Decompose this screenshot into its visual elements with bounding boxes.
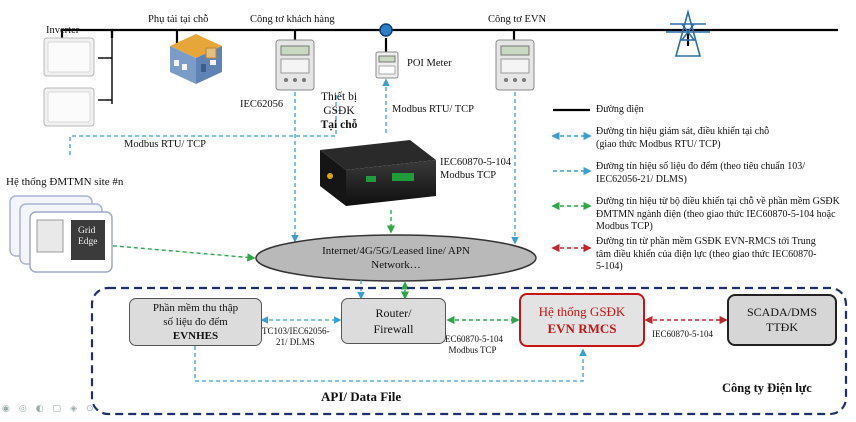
router-box: Router/ Firewall	[341, 298, 446, 344]
network-cloud	[255, 234, 537, 282]
legend-keys	[551, 108, 592, 253]
scada-line-2: TTĐK	[766, 320, 798, 334]
network-label: Internet/4G/5G/Leased line/ APN Network…	[284, 244, 508, 272]
tc103-line-1: TC103/IEC62056-	[262, 326, 330, 336]
legend-item: Đường tín hiệu từ bộ điều khiển tại chỗ …	[596, 196, 840, 234]
legend-item-line: tâm điều khiển của điện lực (theo giao t…	[596, 248, 817, 260]
legend-item-line: Đường tín hiệu giám sát, điều khiển tại …	[596, 126, 770, 137]
local-load-label: Phụ tải tại chỗ	[148, 14, 209, 25]
customer-meter-label: Công tơ khách hàng	[250, 14, 335, 25]
transmission-tower-icon	[666, 8, 710, 57]
api-data-line	[194, 346, 587, 382]
legend-item-line: (giao thức Modbus RTU/ TCP)	[596, 138, 721, 150]
company-frame	[90, 286, 848, 416]
api-data-label: API/ Data File	[321, 389, 402, 404]
scada-line-1: SCADA/DMS	[746, 305, 818, 319]
legend-item: Đường tín từ phần mềm GSĐK EVN-RMCS tới …	[596, 236, 817, 274]
legend-item-line: Modbus TCP)	[596, 221, 653, 232]
local-device-label: Thiết bị GSĐK Tại chỗ	[314, 90, 364, 132]
meter-icon	[495, 39, 535, 91]
legend-item: Đường tín hiệu số liệu đo đếm (theo tiêu…	[596, 161, 805, 186]
legend-item-line: Đường tín hiệu từ bộ điều khiển tại chỗ …	[596, 196, 840, 207]
scada-box: SCADA/DMS TTĐK	[727, 294, 837, 346]
local-device-line-3: Tại chỗ	[320, 119, 358, 131]
legend-item-line: 5-104)	[596, 261, 623, 272]
poi-node-icon	[379, 23, 393, 37]
slide-controls-icon[interactable]: ◉◎◐▢◈⊙	[2, 404, 103, 414]
legend-item: Đường tín hiệu giám sát, điều khiển tại …	[596, 126, 769, 151]
poi-meter-label: POI Meter	[407, 58, 452, 69]
rmcs-line-2: EVN RMCS	[547, 321, 617, 336]
controller-device-icon	[320, 140, 436, 206]
poi-meter-icon	[375, 51, 399, 79]
local-device-line-1: Thiết bị	[320, 91, 358, 103]
house-icon	[170, 34, 222, 84]
grid-edge-line-1: Grid	[78, 226, 96, 236]
inverter-label: Inverter	[46, 25, 80, 36]
router-line-2: Firewall	[373, 322, 414, 336]
legend-item-line: ĐMTMN ngành điện (theo giao thức IEC6087…	[596, 208, 836, 220]
router-line-1: Router/	[375, 306, 412, 320]
iec104-modbus-label: IEC60870-5-104 Modbus TCP	[440, 156, 511, 182]
evnhes-box: Phần mềm thu thập số liệu đo đếm EVNHES	[129, 298, 262, 346]
modbus-tcp-line: Modbus TCP	[440, 170, 497, 181]
rmcs-line-1: Hệ thống GSĐK	[538, 304, 626, 319]
legend-item-line: Đường tín hiệu số liệu đo đếm (theo tiêu…	[596, 161, 806, 172]
network-line-1: Internet/4G/5G/Leased line/ APN	[322, 245, 470, 257]
iec104-router-line-1: IEC60870-5-104	[442, 334, 503, 344]
local-signal-lines	[69, 78, 519, 245]
legend-item: Đường điện	[596, 104, 644, 117]
inverter-icon	[43, 37, 95, 127]
rmcs-box: Hệ thống GSĐK EVN RMCS	[519, 293, 645, 347]
dmtmn-site-window-icon	[9, 195, 113, 273]
dmtmn-site-label: Hệ thống ĐMTMN site #n	[6, 176, 124, 188]
evnhes-line-2: số liệu đo đếm	[163, 316, 228, 328]
legend-item-line: IEC62056-21/ DLMS)	[596, 173, 687, 185]
meter-icon	[275, 39, 315, 91]
network-line-2: Network…	[371, 259, 421, 271]
grid-edge-line-2: Edge	[78, 237, 98, 247]
evnhes-line-1: Phần mềm thu thập	[152, 302, 239, 314]
power-lines	[60, 28, 838, 104]
iec104-router-label: IEC60870-5-104 Modbus TCP	[442, 334, 503, 356]
evnhes-line-3: EVNHES	[172, 330, 219, 342]
evn-meter-label: Công tơ EVN	[488, 14, 547, 25]
modbus-poi-label: Modbus RTU/ TCP	[392, 104, 475, 115]
iec104-line: IEC60870-5-104	[440, 157, 512, 168]
iec104-router-line-2: Modbus TCP	[448, 345, 497, 355]
company-label: Công ty Điện lực	[722, 381, 812, 395]
green-signal-lines	[90, 210, 520, 325]
iec62056-label: IEC62056	[240, 99, 284, 110]
local-device-line-2: GSĐK	[323, 105, 355, 117]
legend-item-line: Đường tín từ phần mềm GSĐK EVN-RMCS tới …	[596, 236, 816, 247]
tc103-label: TC103/IEC62056- 21/ DLMS	[262, 326, 330, 348]
legend-item-line: Đường điện	[596, 104, 644, 115]
modbus-left-label: Modbus RTU/ TCP	[124, 139, 207, 150]
tc103-line-2: 21/ DLMS	[276, 337, 315, 347]
grid-edge-label: Grid Edge	[78, 226, 98, 248]
iec104-scada-label: IEC60870-5-104	[652, 329, 713, 339]
